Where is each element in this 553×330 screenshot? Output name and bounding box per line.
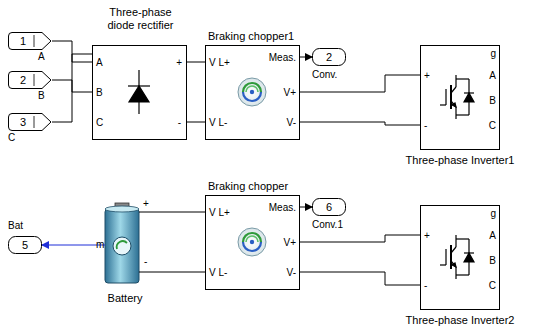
power-connection — [155, 272, 205, 273]
port-number: 3 — [8, 115, 38, 129]
inport-outline — [8, 32, 52, 50]
inport-block: 2B — [8, 71, 52, 89]
port-label: V+ — [283, 87, 296, 99]
port-name: m — [96, 239, 104, 251]
port-label: B — [489, 255, 496, 267]
port-name: Conv.1 — [312, 219, 343, 231]
port-label: g — [490, 48, 496, 60]
port-label: Meas. — [269, 202, 296, 214]
diode-rectifier-block: Three-phase diode rectifierABC+- — [92, 45, 187, 140]
port-label: + — [424, 70, 430, 82]
port-number: 1 — [8, 34, 38, 48]
port-label: Meas. — [269, 52, 296, 64]
port-label: C — [489, 280, 496, 292]
port-label: - — [178, 117, 181, 129]
igbt-symbol — [440, 75, 474, 119]
block-name: Braking chopper — [208, 180, 288, 193]
port-label: V L+ — [209, 57, 230, 69]
power-connection — [300, 272, 420, 285]
block-name: Battery — [108, 292, 143, 305]
port-label: V L- — [209, 117, 227, 129]
signal-arrow — [42, 245, 95, 246]
inport-block: 3C — [8, 113, 52, 131]
port-name: - — [144, 256, 147, 268]
block-name: Three-phase Inverter1 — [406, 154, 515, 167]
block-name: Braking chopper1 — [208, 30, 294, 43]
port-label: V+ — [283, 237, 296, 249]
port-label: + — [424, 230, 430, 242]
chopper-symbol — [238, 228, 266, 256]
port-label: - — [424, 120, 427, 132]
port-label: A — [96, 57, 103, 69]
port-name: Bat — [8, 220, 23, 232]
inverter-block: Three-phase Inverter1+-gABC — [420, 45, 500, 150]
inport-outline — [8, 113, 52, 131]
port-label: C — [489, 120, 496, 132]
port-label: B — [96, 87, 103, 99]
port-label: + — [176, 57, 182, 69]
signal-arrow — [300, 207, 312, 208]
power-connection — [187, 122, 205, 123]
outport-block: 6Conv.1 — [312, 198, 346, 216]
port-label: - — [424, 280, 427, 292]
port-label: V L- — [209, 267, 227, 279]
outport-block: 5Bat — [8, 236, 42, 254]
diode-symbol — [128, 70, 150, 114]
port-name: Conv. — [312, 69, 337, 81]
inport-outline — [8, 71, 52, 89]
battery-block: Battery+-m — [95, 200, 155, 290]
chopper-symbol — [238, 78, 266, 106]
power-connection — [300, 235, 420, 242]
port-number: 2 — [8, 73, 38, 87]
port-label: g — [490, 208, 496, 220]
port-number: 6 — [326, 200, 332, 214]
port-label: A — [489, 70, 496, 82]
port-label: A — [489, 230, 496, 242]
block-name: Three-phase diode rectifier — [100, 6, 182, 32]
power-connection — [52, 54, 92, 122]
port-number: 2 — [326, 50, 332, 64]
port-name: C — [8, 132, 15, 144]
port-name: B — [38, 90, 45, 102]
port-label: V L+ — [209, 207, 230, 219]
port-label: C — [96, 117, 103, 129]
braking-chopper-block: Braking chopperV L+V L-Meas.V+V- — [205, 195, 300, 290]
signal-arrow — [300, 57, 312, 58]
inport-block: 1A — [8, 32, 52, 50]
power-connection — [300, 122, 420, 125]
port-label: B — [489, 95, 496, 107]
port-label: V- — [287, 117, 296, 129]
power-connection — [155, 212, 205, 213]
braking-chopper-block: Braking chopper1V L+V L-Meas.V+V- — [205, 45, 300, 140]
igbt-symbol — [440, 235, 474, 279]
block-name: Three-phase Inverter2 — [406, 314, 515, 327]
port-name: + — [143, 198, 149, 210]
port-label: V- — [287, 267, 296, 279]
power-connection — [187, 62, 205, 63]
inverter-block: Three-phase Inverter2+-gABC — [420, 205, 500, 310]
port-name: A — [38, 51, 45, 63]
port-number: 5 — [22, 238, 28, 252]
outport-block: 2Conv. — [312, 48, 346, 66]
